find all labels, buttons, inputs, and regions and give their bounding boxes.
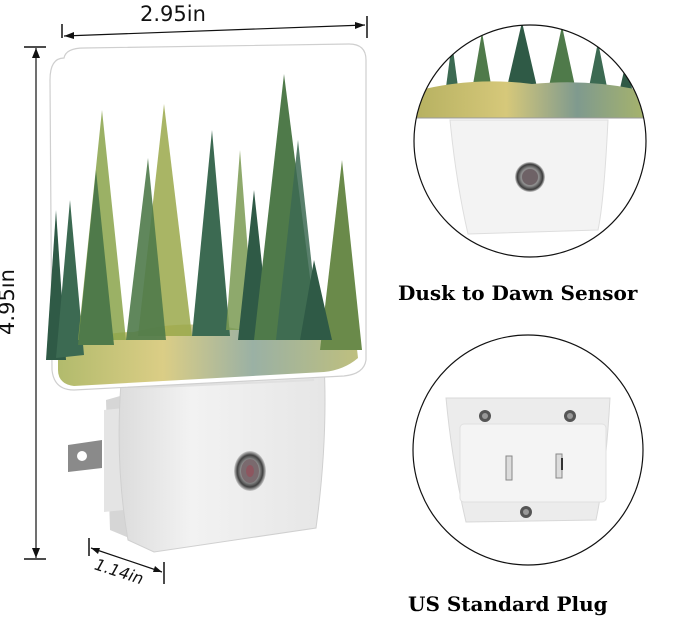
screw-icon [520, 506, 532, 518]
pine-trees [46, 74, 362, 360]
plug-prong [68, 440, 102, 472]
plug-face [459, 423, 607, 503]
sensor-detail-circle [413, 24, 647, 258]
housing-body [118, 361, 326, 553]
sensor-caption: Dusk to Dawn Sensor [398, 281, 638, 305]
width-dimension-label: 2.95in [140, 2, 206, 26]
forest-panel [46, 43, 367, 391]
depth-dimension-arrow [88, 538, 165, 584]
plug-caption: US Standard Plug [408, 592, 608, 616]
height-dimension-label: 4.95in [0, 269, 19, 335]
plug-prong-icon [505, 455, 513, 481]
plug-prong-icon [555, 453, 563, 479]
height-dimension-arrow [24, 46, 46, 560]
screw-icon [564, 410, 576, 422]
screw-icon [479, 410, 491, 422]
plug-detail-circle [412, 334, 644, 566]
light-sensor-icon [234, 451, 266, 491]
light-sensor-icon [515, 162, 545, 192]
width-dimension-arrow [61, 16, 368, 39]
night-light-product [46, 43, 367, 553]
